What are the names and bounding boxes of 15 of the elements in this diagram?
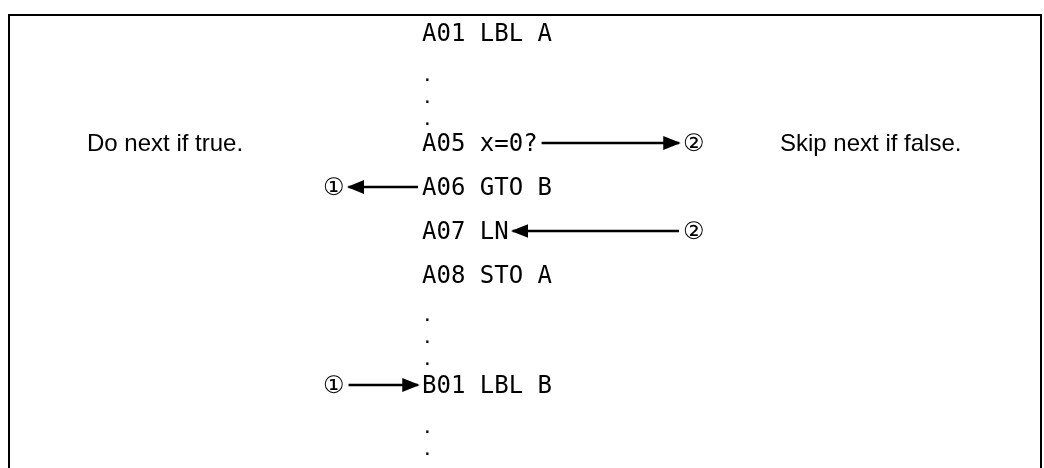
arrow xyxy=(348,378,420,392)
note-text: Do next if true. xyxy=(87,128,244,158)
arrow xyxy=(541,136,681,150)
program-line: B01 LBL B xyxy=(422,370,553,400)
step-marker: ① xyxy=(323,172,345,202)
arrow xyxy=(510,224,679,238)
step-marker: ② xyxy=(683,216,705,246)
step-marker: ② xyxy=(683,128,705,158)
program-line: A06 GTO B xyxy=(422,172,553,202)
program-line: A01 LBL A xyxy=(422,18,553,48)
step-marker: ① xyxy=(323,370,345,400)
note-text: Skip next if false. xyxy=(780,128,962,158)
program-line: A08 STO A xyxy=(422,260,553,290)
program-line: A07 LN xyxy=(422,216,509,246)
arrow xyxy=(346,180,418,194)
